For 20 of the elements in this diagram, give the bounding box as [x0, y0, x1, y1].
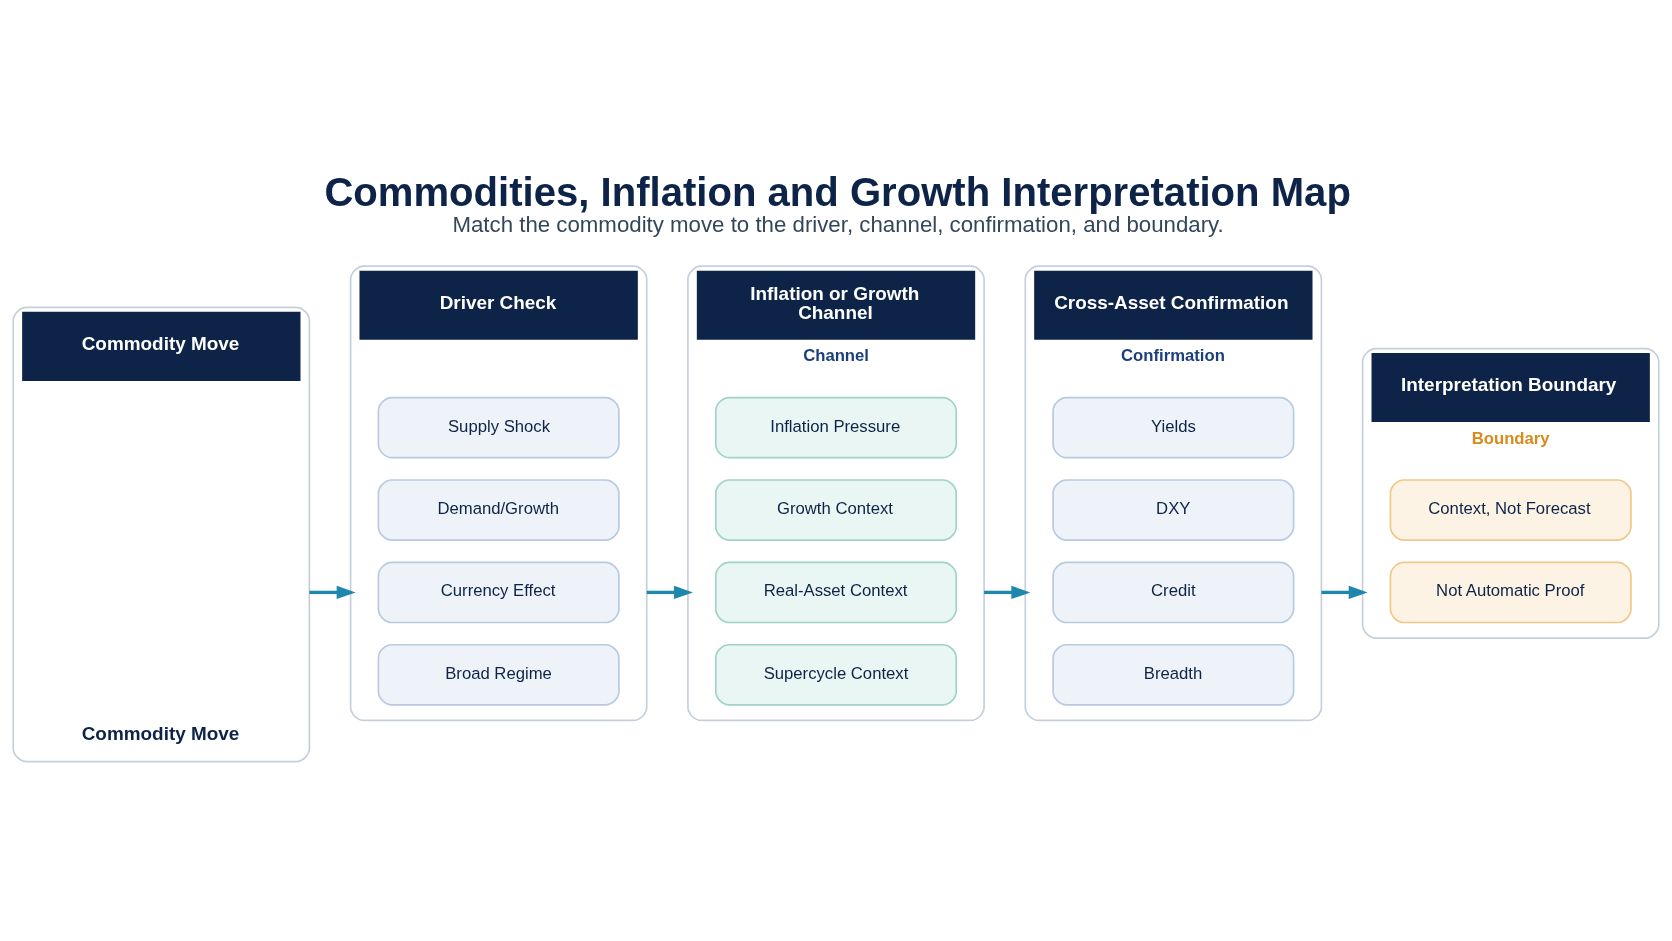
node-box: Broad Regime [377, 643, 620, 706]
node-box: Demand/Growth [377, 479, 620, 541]
node-box: Inflation Pressure [714, 396, 958, 459]
node-box: Credit [1052, 561, 1295, 624]
arrow [309, 585, 356, 600]
arrow [1321, 585, 1368, 600]
node-box: Growth Context [714, 479, 958, 541]
node-box: Yields [1052, 396, 1295, 459]
node-box: DXY [1052, 479, 1295, 541]
node-box: Supercycle Context [714, 643, 958, 706]
node-box: Supply Shock [377, 396, 620, 459]
arrow [984, 585, 1031, 600]
arrow [646, 585, 693, 600]
node-box: Not Automatic Proof [1389, 561, 1632, 624]
node-box: Real-Asset Context [714, 561, 958, 624]
node-text: Commodity Move [81, 723, 240, 745]
node-box: Currency Effect [377, 561, 620, 624]
node-box: Breadth [1052, 643, 1295, 706]
node-box: Context, Not Forecast [1389, 479, 1632, 541]
diagram-title: Commodities, Inflation and Growth Interpretation Map [324, 169, 1351, 214]
